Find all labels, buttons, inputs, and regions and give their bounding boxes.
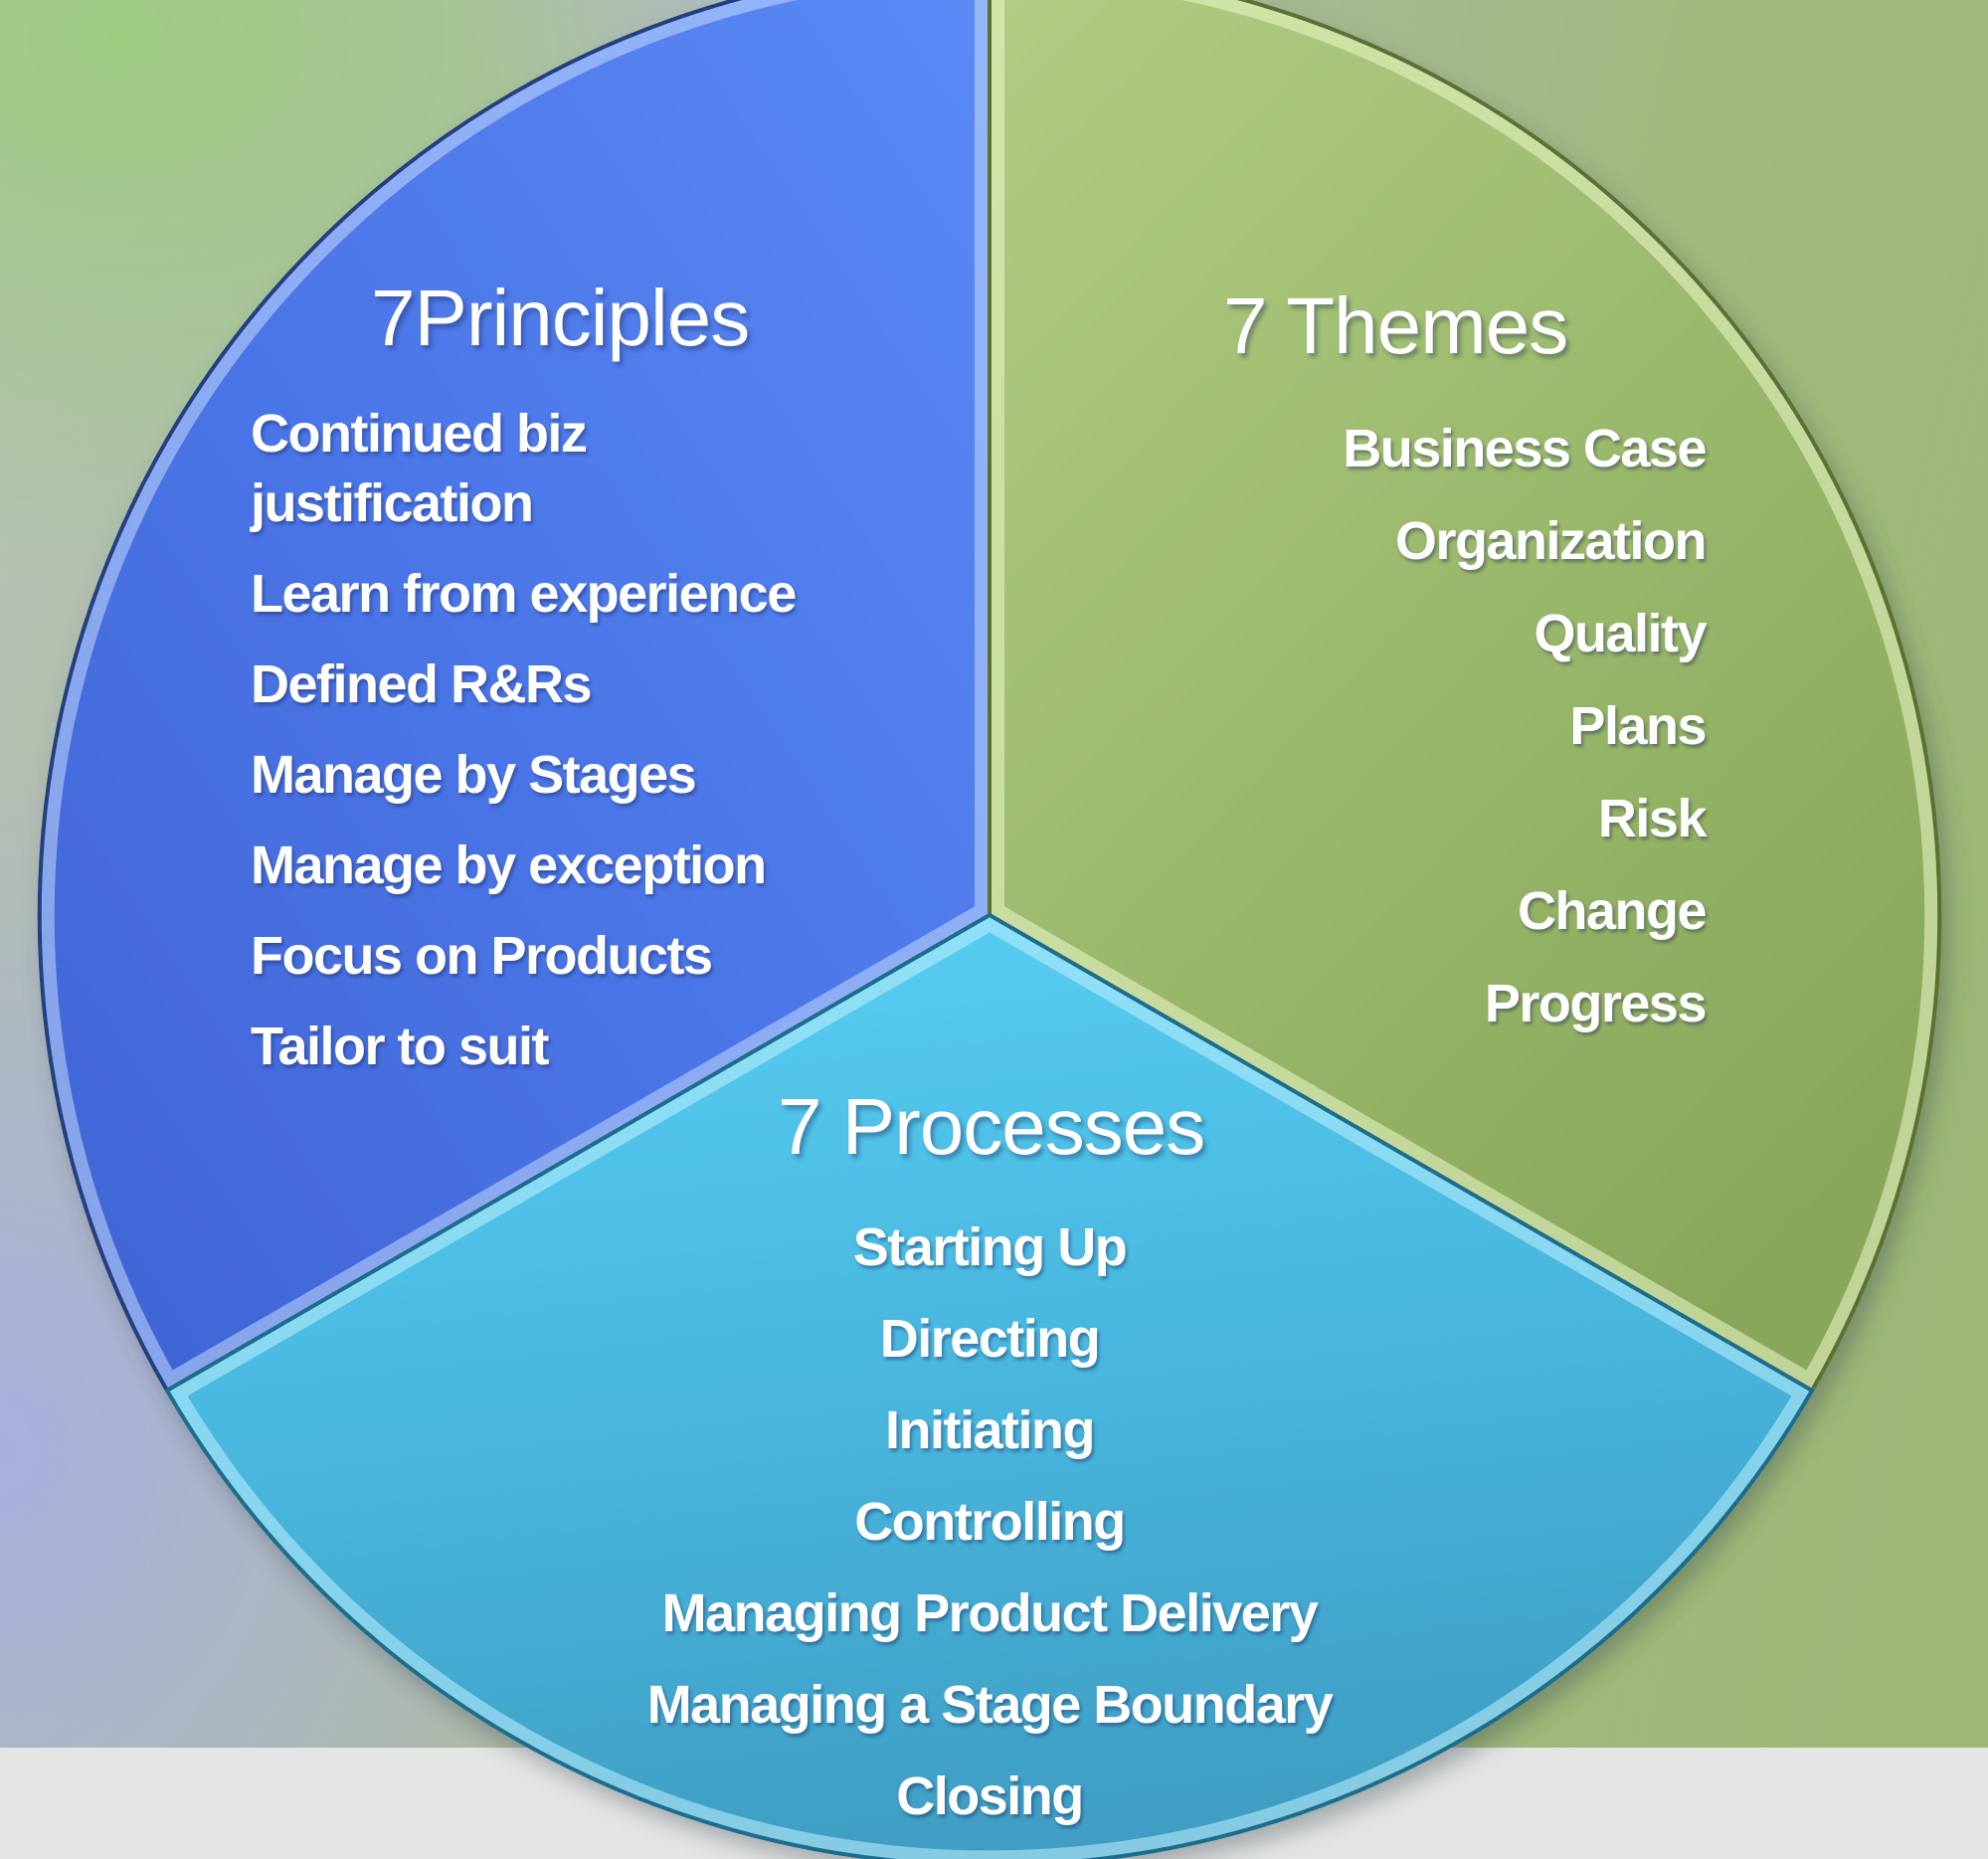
- list-item: Closing: [896, 1766, 1084, 1826]
- list-item: Progress: [1484, 974, 1708, 1033]
- principles-wedge: [37, 0, 992, 1393]
- list-item: Quality: [1534, 604, 1707, 663]
- list-item: Plans: [1569, 696, 1707, 756]
- list-item: Defined R&Rs: [251, 654, 593, 714]
- list-item: Business Case: [1343, 419, 1707, 478]
- list-item: Manage by exception: [251, 836, 767, 895]
- list-item: Managing Product Delivery: [661, 1583, 1319, 1643]
- list-item: Change: [1517, 881, 1708, 941]
- list-item: Tailor to suit: [251, 1017, 549, 1076]
- list-item: Focus on Products: [251, 926, 713, 986]
- list-item: Continued biz justification: [251, 404, 588, 533]
- list-item: Risk: [1597, 789, 1708, 848]
- processes-list: Starting Up Directing Initiating Control…: [542, 1202, 1437, 1842]
- list-item: Controlling: [854, 1492, 1126, 1552]
- list-item: Directing: [879, 1309, 1101, 1369]
- list-item: Starting Up: [852, 1217, 1128, 1277]
- themes-list: Business Case Organization Quality Plans…: [1343, 403, 1708, 1050]
- list-item: Learn from experience: [251, 564, 797, 624]
- list-item: Manage by Stages: [251, 745, 697, 805]
- processes-heading: 7 Processes: [778, 1082, 1205, 1171]
- themes-wedge: [988, 0, 1942, 1393]
- processes-wedge: [165, 913, 1814, 1859]
- list-item: Initiating: [885, 1400, 1095, 1460]
- list-item: Managing a Stage Boundary: [646, 1675, 1334, 1735]
- list-item: Organization: [1394, 511, 1708, 571]
- principles-heading: 7Principles: [371, 274, 750, 362]
- themes-heading: 7 Themes: [1223, 281, 1568, 370]
- principles-list: Continued biz justification Learn from e…: [251, 399, 797, 1102]
